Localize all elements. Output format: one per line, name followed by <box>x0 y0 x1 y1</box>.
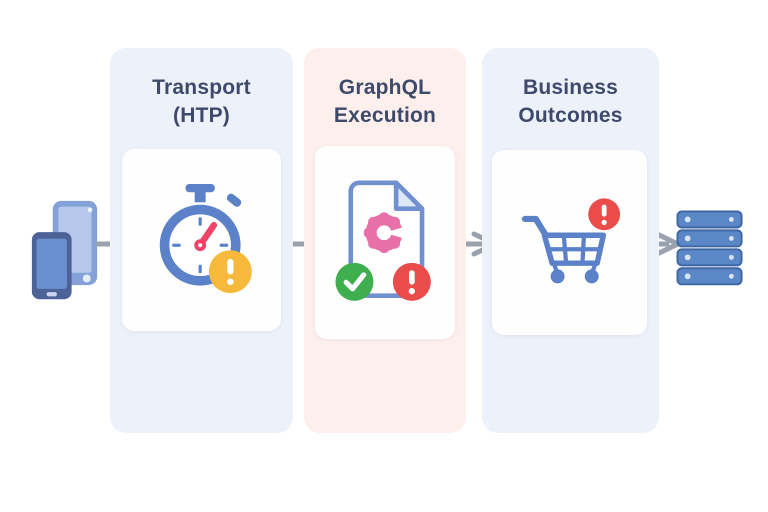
stage-card-graphql <box>315 146 455 339</box>
document-gear-icon <box>335 180 431 302</box>
exclamation-dot <box>408 288 415 295</box>
stopwatch-stem <box>194 190 206 203</box>
stage-column-business-outcomes: Business Outcomes <box>482 48 659 433</box>
shopping-cart-icon <box>521 198 620 284</box>
server-stack-icon <box>676 210 744 287</box>
gear-icon <box>363 212 417 254</box>
stage-title: Business Outcomes <box>482 74 659 130</box>
warning-badge-icon <box>208 250 252 294</box>
stopwatch-ticks <box>171 217 228 274</box>
stage-title-line2: (HTP) <box>173 104 230 127</box>
exclamation-dot <box>601 220 607 226</box>
tablet-camera-dot <box>87 207 93 213</box>
error-badge-icon <box>587 198 620 231</box>
stopwatch-cap <box>185 184 215 193</box>
check-mark <box>343 272 367 292</box>
exclamation-bar <box>226 259 233 275</box>
cart-wheel-left <box>550 269 565 284</box>
stage-title: Transport (HTP) <box>110 74 293 130</box>
server-bar <box>676 210 743 229</box>
server-stack-svg <box>676 210 743 286</box>
gear-hole <box>378 227 390 239</box>
stage-card-business <box>492 150 647 335</box>
cart-handle <box>521 216 550 241</box>
exclamation-bar <box>408 270 415 286</box>
cart-basket-grid <box>546 235 600 264</box>
stage-title-line1: Transport <box>152 76 251 99</box>
stage-column-transport: Transport (HTP) <box>110 48 293 433</box>
exclamation-dot <box>226 278 234 286</box>
stage-title-line1: GraphQL <box>338 76 432 99</box>
gear-opening <box>384 223 417 243</box>
document-fold-corner <box>393 180 425 212</box>
stage-card-transport <box>122 149 281 331</box>
phone-home-button <box>46 292 57 297</box>
server-bar <box>676 267 743 286</box>
stopwatch-icon <box>159 184 252 294</box>
stage-title-line1: Business <box>523 76 618 99</box>
stopwatch-side-button <box>226 193 241 207</box>
stage-title-line2: Execution <box>333 104 437 127</box>
stage-title-line2: Outcomes <box>518 104 623 127</box>
stage-title: GraphQL Execution <box>304 74 466 130</box>
success-check-badge-icon <box>335 263 374 302</box>
server-bar <box>676 248 743 267</box>
mobile-devices-icon <box>30 199 100 301</box>
tablet-home-button <box>82 274 91 283</box>
mobile-devices-svg <box>31 200 98 300</box>
phone-screen <box>36 238 67 289</box>
error-badge-icon <box>392 263 431 302</box>
stage-column-graphql-execution: GraphQL Execution <box>304 48 466 433</box>
exclamation-bar <box>601 204 607 217</box>
server-bar <box>676 229 743 248</box>
cart-wheel-right <box>584 269 599 284</box>
